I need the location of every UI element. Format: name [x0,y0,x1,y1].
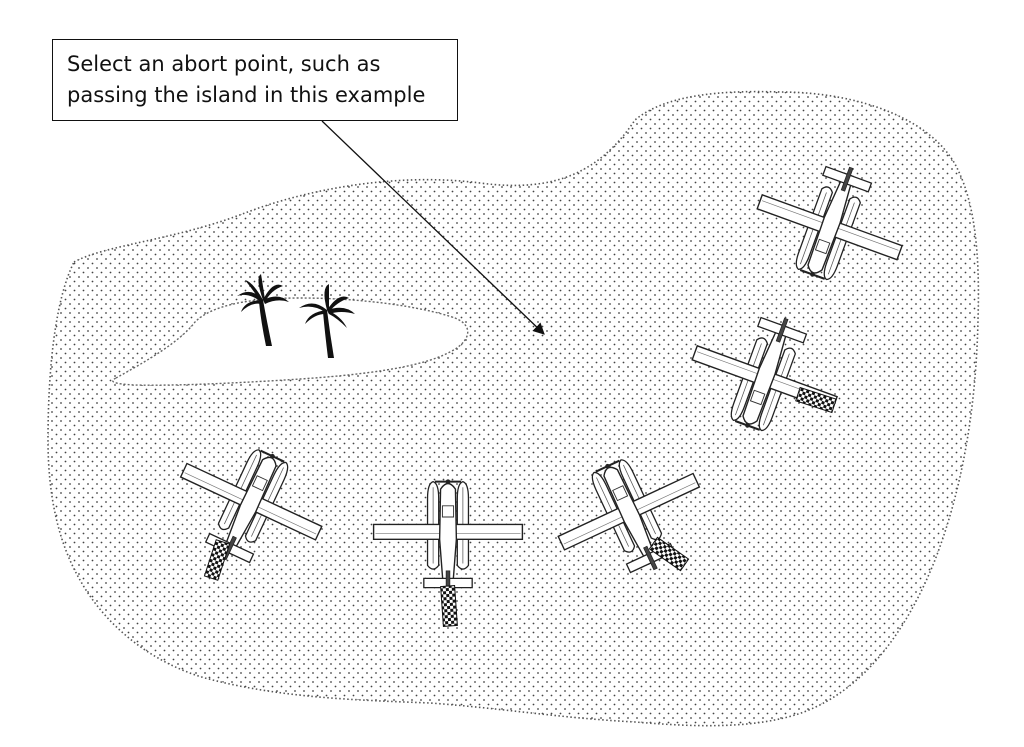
palm-tree-icon [299,284,355,358]
abort-marker [648,536,690,572]
arrow-icon [321,120,545,335]
callout-line-2: passing the island in this example [67,83,426,107]
lake-water [47,90,980,727]
abort-marker [440,585,458,627]
island [112,297,469,386]
callout-line-1: Select an abort point, such as [67,52,381,76]
callout-box: Select an abort point, such as passing t… [52,39,458,121]
abort-marker [203,539,231,581]
palm-tree-icon [237,274,289,346]
abort-marker [795,386,837,414]
